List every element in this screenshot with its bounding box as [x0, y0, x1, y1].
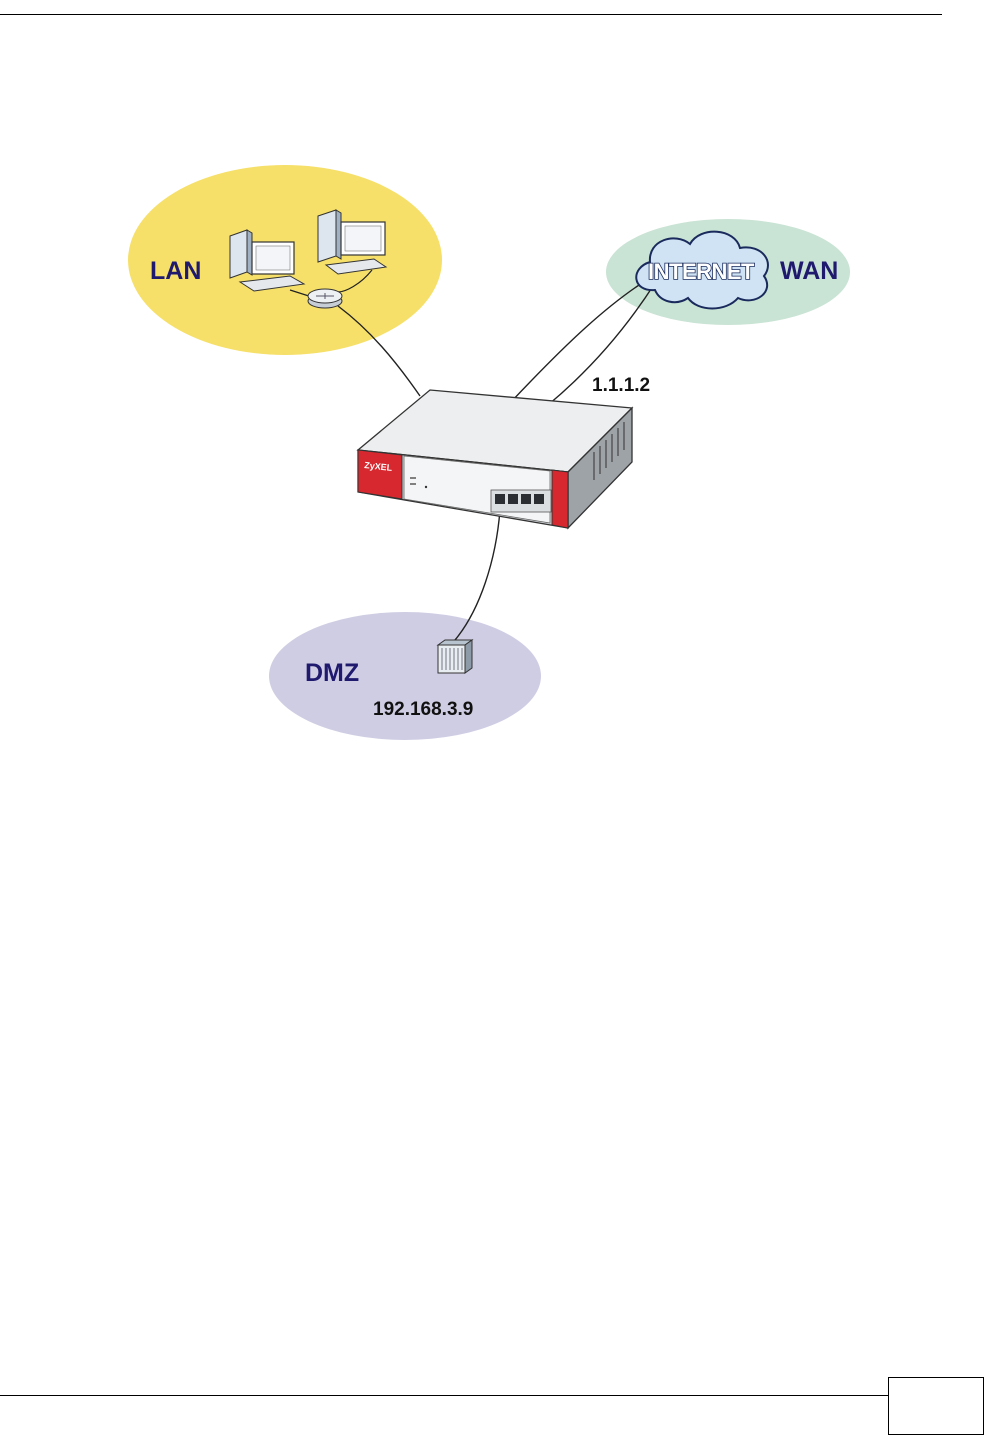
page-number-box: [888, 1377, 984, 1435]
network-diagram: INTERNET WAN LAN 1.1.1.2 ZyXEL: [0, 0, 987, 800]
dmz-ip-label: 192.168.3.9: [373, 699, 473, 720]
switch-hub-icon: [308, 289, 342, 308]
internet-label: INTERNET: [648, 259, 755, 284]
dmz-label: DMZ: [305, 659, 359, 687]
wan-label: WAN: [780, 257, 838, 285]
server-icon: [438, 640, 472, 673]
footer-rule: [0, 1395, 888, 1396]
wan-ip-label: 1.1.1.2: [592, 375, 650, 396]
lan-label: LAN: [150, 257, 201, 285]
firewall-appliance-icon: [358, 390, 632, 528]
